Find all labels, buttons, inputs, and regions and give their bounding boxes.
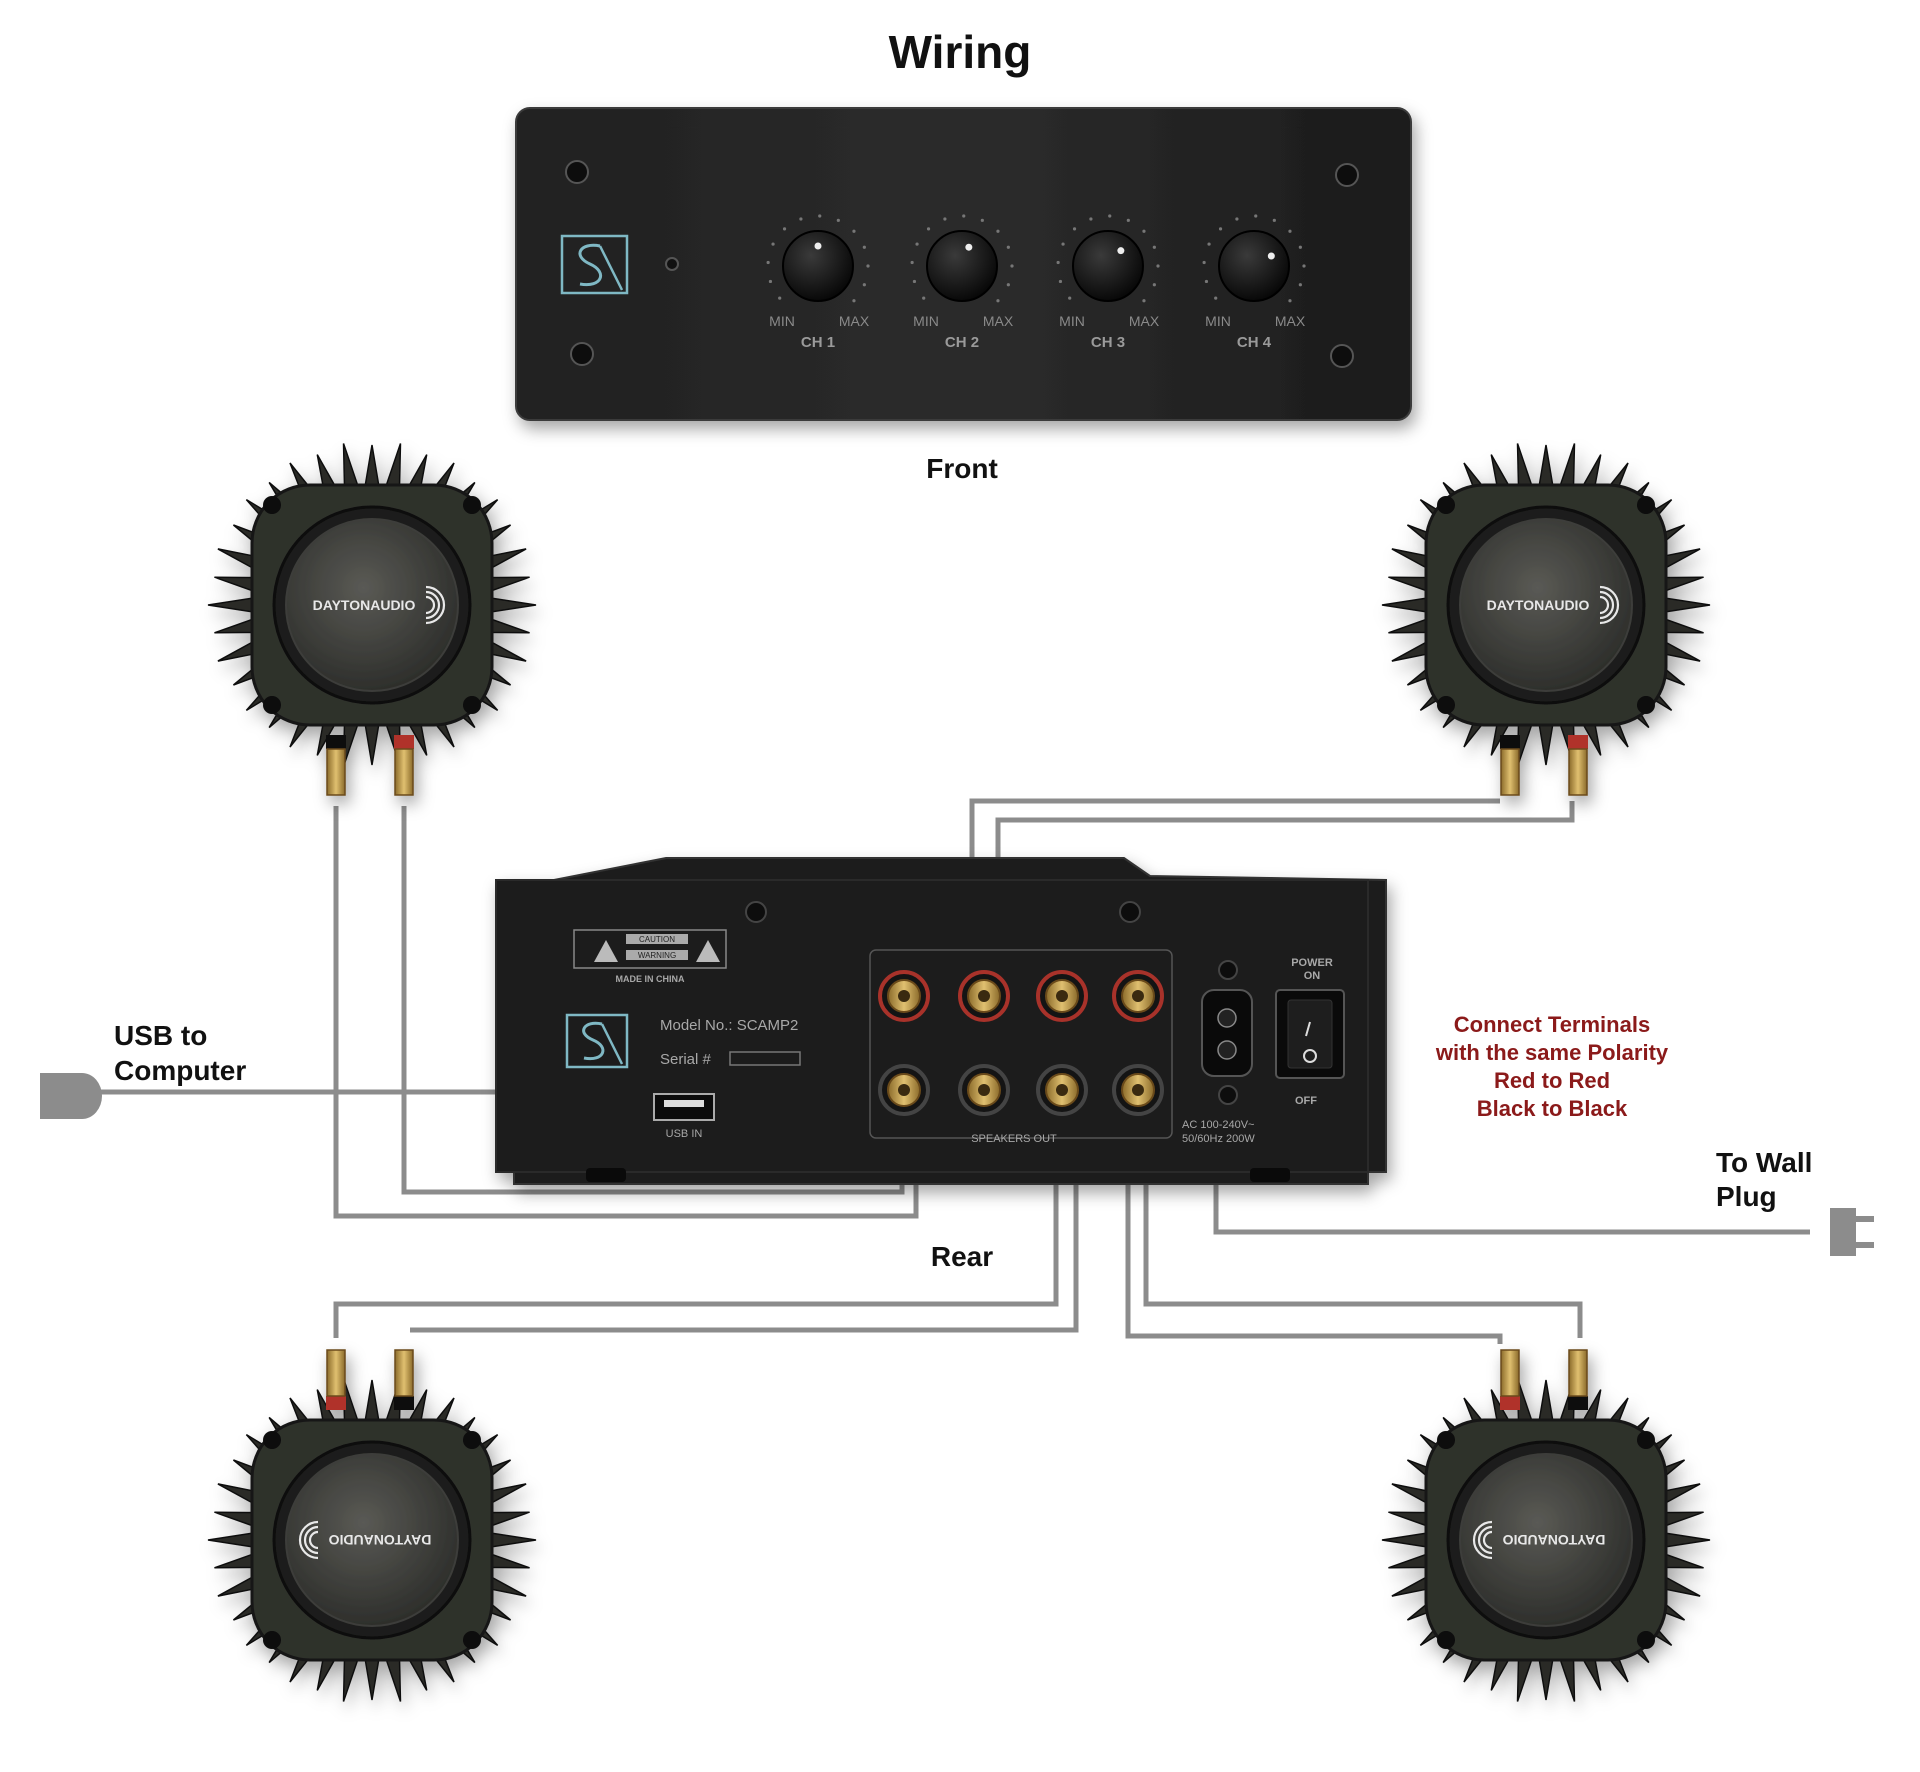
polarity-note-line3: Red to Red bbox=[1494, 1068, 1610, 1093]
rear-screws bbox=[745, 901, 1238, 1105]
speaker-top-left: DAYTONAUDIO bbox=[207, 443, 537, 796]
speaker-brand-text: DAYTONAUDIO bbox=[1487, 597, 1590, 613]
brand-arcs-icon bbox=[1599, 585, 1620, 625]
warning-label: CAUTION WARNING bbox=[573, 929, 727, 969]
speaker-terminal-post[interactable] bbox=[1568, 735, 1588, 796]
speaker-terminal-block bbox=[869, 949, 1173, 1139]
speaker-terminal-post[interactable] bbox=[326, 1349, 346, 1410]
speaker-group: DAYTONAUDIO DAYTONAUDIO DAYTONAUDIO DAYTONA… bbox=[207, 443, 1711, 1702]
usb-plug-icon bbox=[40, 1073, 102, 1119]
front-label: Front bbox=[926, 453, 998, 484]
channel-label: CH 2 bbox=[945, 334, 979, 351]
rear-feet bbox=[586, 1168, 1290, 1182]
usb-in-label: USB IN bbox=[666, 1128, 703, 1140]
terminal-ch1-positive[interactable] bbox=[878, 970, 930, 1022]
made-in-label: MADE IN CHINA bbox=[616, 974, 685, 984]
volume-knob-ch3[interactable] bbox=[1056, 214, 1160, 303]
knob-min-label: MIN bbox=[913, 313, 939, 329]
volume-knob-ch4[interactable] bbox=[1202, 214, 1306, 303]
diagram-title: Wiring bbox=[889, 26, 1032, 78]
terminal-ch4-negative[interactable] bbox=[1112, 1064, 1164, 1116]
speaker-terminal-post[interactable] bbox=[1500, 735, 1520, 796]
terminal-group bbox=[878, 970, 1164, 1116]
speaker-brand-text: DAYTONAUDIO bbox=[313, 597, 416, 613]
terminal-ch2-positive[interactable] bbox=[958, 970, 1010, 1022]
speaker-terminal-post[interactable] bbox=[394, 1349, 414, 1410]
channel-label: CH 3 bbox=[1091, 334, 1125, 351]
speaker-terminal-post[interactable] bbox=[1500, 1349, 1520, 1410]
speaker-bottom-left: DAYTONAUDIO bbox=[207, 1349, 537, 1702]
brand-arcs-icon bbox=[298, 1520, 319, 1560]
brand-arcs-icon bbox=[425, 585, 446, 625]
front-screws bbox=[565, 160, 1359, 368]
usb-label-line2: Computer bbox=[114, 1055, 246, 1086]
brand-logo-icon bbox=[560, 234, 629, 295]
knob-max-label: MAX bbox=[1129, 313, 1160, 329]
polarity-note-line1: Connect Terminals bbox=[1454, 1012, 1650, 1037]
rear-brand-logo-icon bbox=[565, 1013, 629, 1069]
polarity-note-line2: with the same Polarity bbox=[1435, 1040, 1669, 1065]
serial-label: Serial # bbox=[660, 1051, 712, 1068]
speaker-top-right: DAYTONAUDIO bbox=[1381, 443, 1711, 796]
knob-max-label: MAX bbox=[1275, 313, 1306, 329]
usb-port[interactable] bbox=[653, 1093, 715, 1121]
brand-arcs-icon bbox=[1472, 1520, 1493, 1560]
power-led-icon bbox=[665, 257, 679, 271]
terminal-ch4-positive[interactable] bbox=[1112, 970, 1164, 1022]
terminal-ch1-negative[interactable] bbox=[878, 1064, 930, 1116]
speakers-out-label: SPEAKERS OUT bbox=[971, 1133, 1057, 1145]
speaker-terminal-post[interactable] bbox=[1568, 1349, 1588, 1410]
rear-label: Rear bbox=[931, 1241, 993, 1272]
wire-bottom-right-positive bbox=[1143, 1090, 1583, 1338]
wall-plug-icon bbox=[1830, 1208, 1874, 1256]
terminal-ch3-negative[interactable] bbox=[1036, 1064, 1088, 1116]
knob-min-label: MIN bbox=[769, 313, 795, 329]
power-off-label: OFF bbox=[1295, 1095, 1317, 1107]
ac-inlet[interactable] bbox=[1201, 989, 1253, 1077]
model-label: Model No.: SCAMP2 bbox=[660, 1017, 798, 1034]
wall-label-line1: To Wall bbox=[1716, 1147, 1812, 1178]
ac-rating-1: AC 100-240V~ bbox=[1182, 1119, 1254, 1131]
power-switch[interactable] bbox=[1275, 989, 1345, 1079]
serial-box bbox=[729, 1051, 801, 1066]
wall-label-line2: Plug bbox=[1716, 1181, 1777, 1212]
polarity-note: Connect Terminals with the same Polarity… bbox=[1435, 1012, 1669, 1121]
power-on-label: POWER bbox=[1291, 957, 1333, 969]
knob-min-label: MIN bbox=[1205, 313, 1231, 329]
speaker-terminal-post[interactable] bbox=[326, 735, 346, 796]
terminal-ch3-positive[interactable] bbox=[1036, 970, 1088, 1022]
usb-label-line1: USB to bbox=[114, 1020, 207, 1051]
knob-min-label: MIN bbox=[1059, 313, 1085, 329]
warning-title: CAUTION bbox=[639, 935, 675, 944]
volume-knob-ch2[interactable] bbox=[910, 214, 1014, 303]
speaker-bottom-right: DAYTONAUDIO bbox=[1381, 1349, 1711, 1702]
ac-rating-2: 50/60Hz 200W bbox=[1182, 1133, 1255, 1145]
channel-label: CH 4 bbox=[1237, 334, 1272, 351]
wire-bottom-right-negative bbox=[1125, 1090, 1503, 1344]
warning-sub: WARNING bbox=[638, 951, 676, 960]
speaker-brand-text: DAYTONAUDIO bbox=[1503, 1532, 1606, 1548]
terminal-ch2-negative[interactable] bbox=[958, 1064, 1010, 1116]
channel-label: CH 1 bbox=[801, 334, 835, 351]
polarity-note-line4: Black to Black bbox=[1477, 1096, 1628, 1121]
speaker-brand-text: DAYTONAUDIO bbox=[329, 1532, 432, 1548]
knob-max-label: MAX bbox=[839, 313, 870, 329]
power-on-label-2: ON bbox=[1304, 970, 1321, 982]
volume-knob-ch1[interactable] bbox=[766, 214, 870, 303]
speaker-terminal-post[interactable] bbox=[394, 735, 414, 796]
knob-max-label: MAX bbox=[983, 313, 1014, 329]
